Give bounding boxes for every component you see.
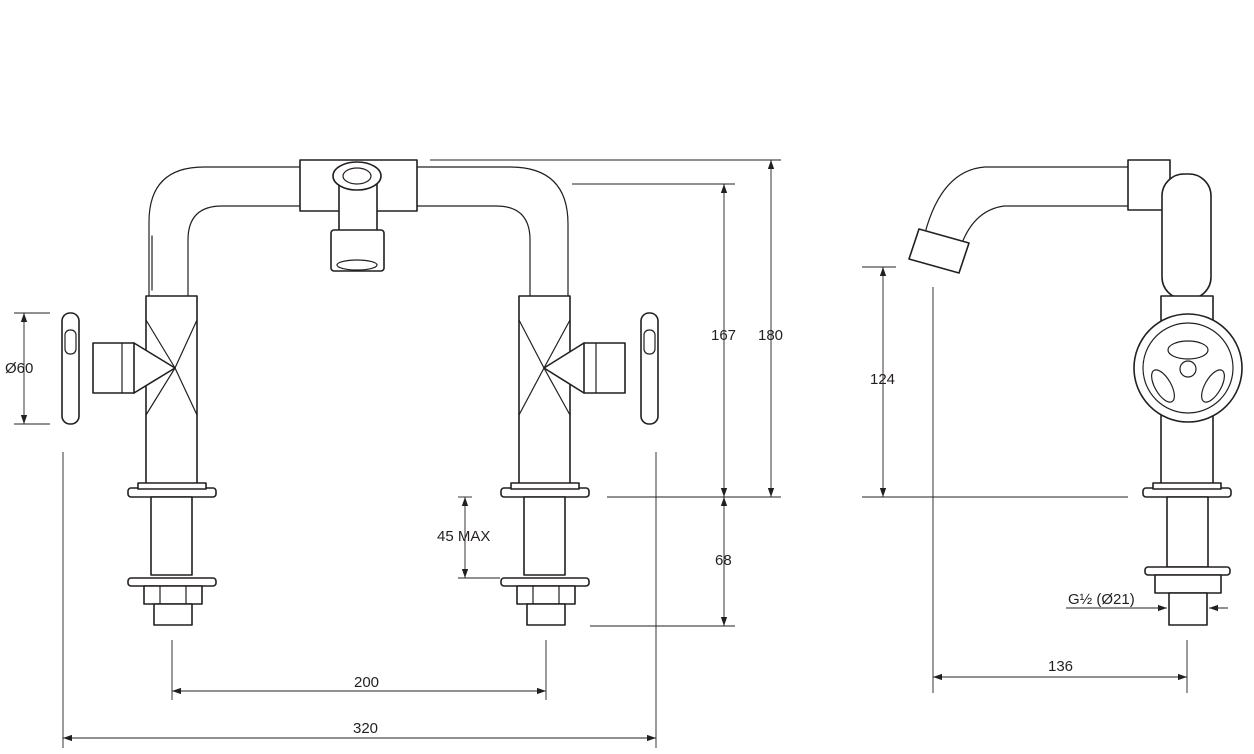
dimension-lines [20, 160, 1228, 742]
label-height-180: 180 [758, 327, 783, 344]
label-centres-200: 200 [354, 674, 379, 691]
label-projection-136: 136 [1048, 658, 1073, 675]
label-shank-68: 68 [715, 552, 732, 569]
right-valve [500, 295, 659, 626]
label-handle-diameter: Ø60 [5, 360, 33, 377]
label-height-167: 167 [711, 327, 736, 344]
extension-lines [14, 159, 1188, 748]
side-view [908, 159, 1243, 626]
side-spout [908, 159, 1171, 274]
label-thread: G½ (Ø21) [1068, 591, 1135, 608]
label-spout-height-124: 124 [870, 371, 895, 388]
front-view [61, 159, 659, 626]
center-spout [330, 161, 385, 272]
label-overall-320: 320 [353, 720, 378, 737]
left-valve [61, 295, 217, 626]
side-body [1133, 173, 1243, 626]
dimension-labels: Ø60 167 180 124 45 MAX 68 200 320 G½ (Ø2… [5, 327, 1135, 737]
label-45-max: 45 MAX [437, 528, 490, 545]
